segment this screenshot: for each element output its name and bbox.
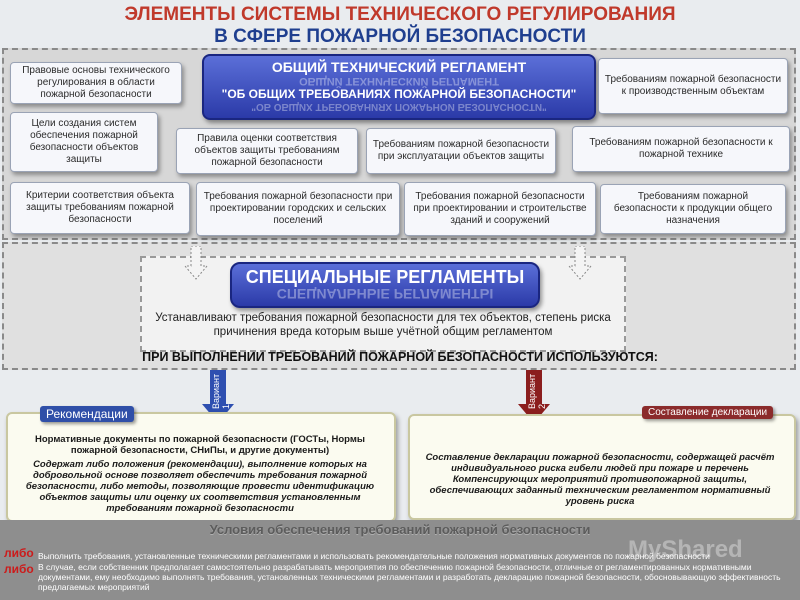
variant-1-label: Вариант 1 xyxy=(211,373,231,409)
watermark-logo: MyShared xyxy=(628,536,743,563)
card-building-construction: Требования пожарной безопасности при про… xyxy=(404,182,596,236)
special-banner-title: СПЕЦИАЛЬНЫЕ РЕГЛАМЕНТЫ xyxy=(245,267,525,287)
special-banner-reflection: СПЕЦИАЛЬНЫЕ РЕГЛАМЕНТЫ xyxy=(276,287,494,301)
general-banner-line-1-reflection: ОБЩИЙ ТЕХНИЧЕСКИЙ РЕГЛАМЕНТ xyxy=(299,75,499,87)
general-regulation-banner: ОБЩИЙ ТЕХНИЧЕСКИЙ РЕГЛАМЕНТ ОБЩИЙ ТЕХНИЧ… xyxy=(202,54,596,120)
footer-text-1: Выполнить требования, установленные техн… xyxy=(38,551,710,561)
title-line-2: В СФЕРЕ ПОЖАРНОЙ БЕЗОПАСНОСТИ xyxy=(214,26,586,47)
card-settlement-design: Требования пожарной безопасности при про… xyxy=(196,182,400,236)
card-system-goals: Цели создания систем обеспечения пожарно… xyxy=(10,112,158,172)
arrow-down-icon-right xyxy=(568,246,592,280)
card-compliance-criteria: Критерии соответствия объекта защиты тре… xyxy=(10,182,190,234)
special-regulations-description: Устанавливают требования пожарной безопа… xyxy=(155,312,611,338)
footer-either-2: либо xyxy=(4,562,34,576)
general-banner-line-2-reflection: "ОБ ОБЩИХ ТРЕБОВАНИЯХ ПОЖАРНОЙ БЕЗОПАСНО… xyxy=(251,101,547,111)
footer-text-2: В случае, если собственник предполагает … xyxy=(38,562,781,592)
page-title: ЭЛЕМЕНТЫ СИСТЕМЫ ТЕХНИЧЕСКОГО РЕГУЛИРОВА… xyxy=(0,4,800,48)
variant-1-arrow-icon xyxy=(202,370,234,423)
general-banner-line-2: "ОБ ОБЩИХ ТРЕБОВАНИЯХ ПОЖАРНОЙ БЕЗОПАСНО… xyxy=(221,87,577,101)
recommendations-heading: Нормативные документы по пожарной безопа… xyxy=(35,434,365,456)
declaration-tag: Составление декларации xyxy=(642,406,774,419)
declaration-body: Составление декларации пожарной безопасн… xyxy=(425,452,775,507)
card-assessment-rules: Правила оценки соответствия объектов защ… xyxy=(176,128,358,174)
footer-heading: Условия обеспечения требований пожарной … xyxy=(209,522,591,537)
card-general-products: Требованиям пожарной безопасности к прод… xyxy=(600,184,786,234)
card-legal-basis: Правовые основы технического регулирован… xyxy=(10,62,182,104)
variant-2-label: Вариант 2 xyxy=(527,373,547,409)
card-fire-equipment: Требованиям пожарной безопасности к пожа… xyxy=(572,126,790,172)
conditions-footer xyxy=(0,520,800,600)
title-line-1: ЭЛЕМЕНТЫ СИСТЕМЫ ТЕХНИЧЕСКОГО РЕГУЛИРОВА… xyxy=(124,4,676,25)
used-heading: ПРИ ВЫПОЛНЕНИИ ТРЕБОВАНИЙ ПОЖАРНОЙ БЕЗОП… xyxy=(142,350,658,364)
special-regulations-banner: СПЕЦИАЛЬНЫЕ РЕГЛАМЕНТЫ СПЕЦИАЛЬНЫЕ РЕГЛА… xyxy=(230,262,540,308)
arrow-down-icon-left xyxy=(184,246,208,280)
general-banner-line-1: ОБЩИЙ ТЕХНИЧЕСКИЙ РЕГЛАМЕНТ xyxy=(271,59,527,75)
footer-either-1: либо xyxy=(4,546,34,560)
card-production-objects: Требованиям пожарной безопасности к прои… xyxy=(598,58,788,114)
variant-2-arrow-icon xyxy=(518,370,550,423)
recommendations-tag: Рекомендации xyxy=(40,406,134,422)
recommendations-body: Содержат либо положения (рекомендации), … xyxy=(25,459,375,514)
card-operation-requirements: Требованиям пожарной безопасности при эк… xyxy=(366,128,556,174)
declaration-box xyxy=(408,414,796,520)
